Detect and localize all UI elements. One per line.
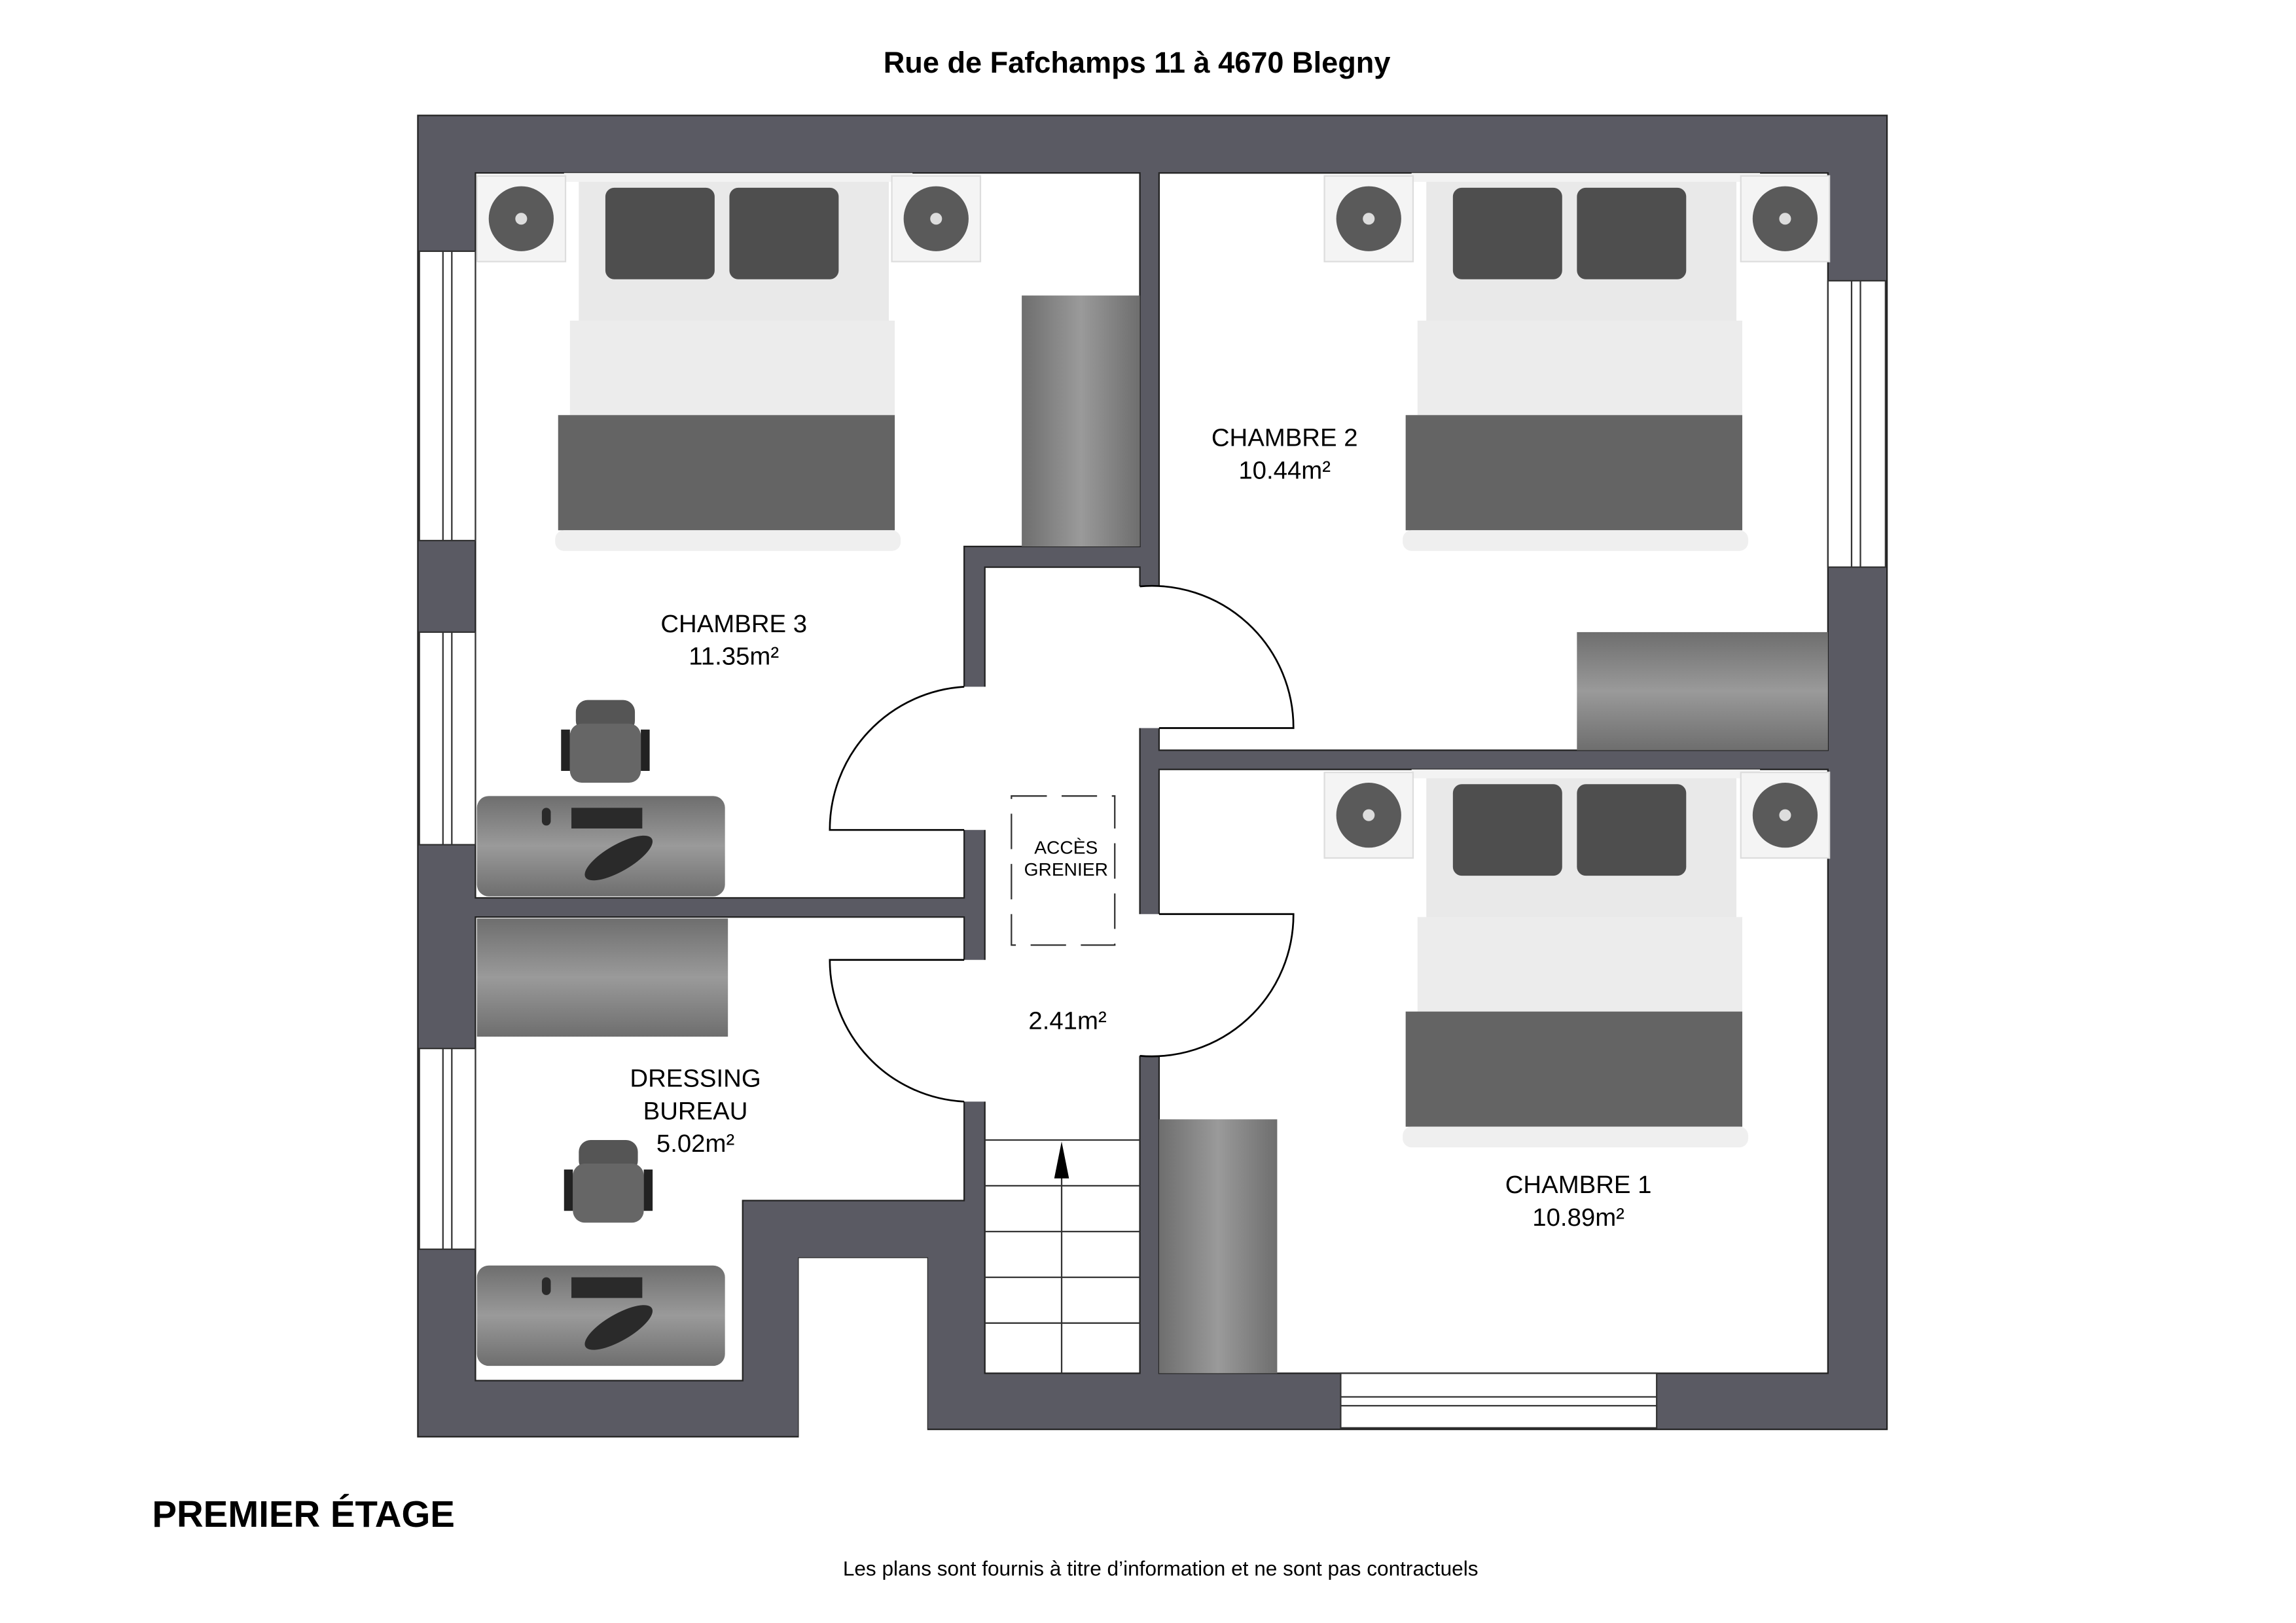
page-title: Rue de Fafchamps 11 à 4670 Blegny — [884, 46, 1391, 79]
window — [418, 631, 476, 846]
exterior-notch — [798, 1258, 927, 1443]
nightstand — [1740, 175, 1831, 262]
door-chambre-2[interactable] — [1139, 584, 1295, 729]
door-chambre-1[interactable] — [1139, 913, 1295, 1058]
room-area-chambre-2: 10.44m² — [1238, 456, 1331, 484]
staircase — [984, 1139, 1140, 1374]
attic-label-line1: ACCÈS — [1034, 836, 1098, 857]
bed-chambre-2 — [1403, 173, 1761, 551]
nightstand — [476, 175, 567, 262]
wardrobe — [476, 918, 728, 1037]
disclaimer: Les plans sont fournis à titre d’informa… — [843, 1556, 1479, 1580]
bed-chambre-1 — [1403, 769, 1761, 1148]
door-dressing[interactable] — [829, 959, 965, 1103]
room-area-hallway: 2.41m² — [1028, 1007, 1107, 1035]
room-area-chambre-3: 11.35m² — [689, 643, 779, 671]
window — [1827, 279, 1886, 568]
room-label-chambre-1: CHAMBRE 1 — [1505, 1171, 1652, 1199]
window — [1340, 1372, 1658, 1429]
floor-label: PREMIER ÉTAGE — [152, 1493, 455, 1535]
room-label-chambre-2: CHAMBRE 2 — [1211, 424, 1358, 452]
nightstand — [891, 175, 982, 262]
attic-label-line2: GRENIER — [1024, 859, 1108, 880]
attic-hatch[interactable] — [1011, 795, 1116, 946]
wardrobe — [1158, 1119, 1278, 1374]
window — [418, 250, 476, 542]
room-label-bureau: BUREAU — [643, 1097, 748, 1125]
wardrobe — [1022, 295, 1140, 547]
room-label-chambre-3: CHAMBRE 3 — [660, 610, 807, 638]
door-chambre-3[interactable] — [829, 686, 965, 831]
nightstand — [1323, 772, 1414, 859]
room-area-chambre-1: 10.89m² — [1532, 1204, 1624, 1232]
room-area-dressing: 5.02m² — [656, 1130, 735, 1158]
desk — [476, 1265, 725, 1366]
window — [418, 1047, 476, 1251]
wardrobe — [1577, 632, 1828, 751]
desk — [476, 796, 725, 897]
room-label-dressing: DRESSING — [630, 1065, 761, 1093]
nightstand — [1323, 175, 1414, 262]
bed-chambre-3 — [555, 173, 913, 551]
nightstand — [1740, 772, 1831, 859]
stairs-arrow-icon — [1054, 1141, 1069, 1179]
